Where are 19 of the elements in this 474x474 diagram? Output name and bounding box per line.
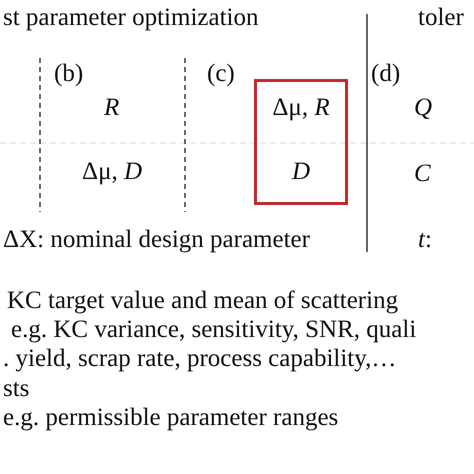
- panel-label: (c): [207, 60, 235, 88]
- legend-text: . yield, scrap rate, process capability,…: [3, 345, 396, 372]
- legend-text: ΔX: nominal design parameter: [3, 226, 310, 254]
- heading: toler: [418, 4, 464, 32]
- legend-text: e.g. KC variance, sensitivity, SNR, quali: [11, 316, 416, 344]
- legend-text: t:: [418, 226, 432, 254]
- variable-label: Δμ, R: [271, 94, 331, 122]
- legend-text: sts: [3, 375, 30, 402]
- legend-text: e.g. permissible parameter ranges: [3, 404, 338, 432]
- variable-label: Q: [414, 94, 432, 122]
- legend-text: KC target value and mean of scattering: [7, 287, 398, 314]
- panel-label: (b): [54, 60, 84, 88]
- highlight-box: [254, 79, 348, 205]
- panel-label: (d): [371, 60, 400, 88]
- variable-label: D: [290, 158, 312, 186]
- variable-label: R: [104, 94, 120, 122]
- variable-label: Δμ, D: [82, 158, 142, 186]
- variable-label: C: [414, 160, 431, 188]
- heading: st parameter optimization: [3, 4, 258, 32]
